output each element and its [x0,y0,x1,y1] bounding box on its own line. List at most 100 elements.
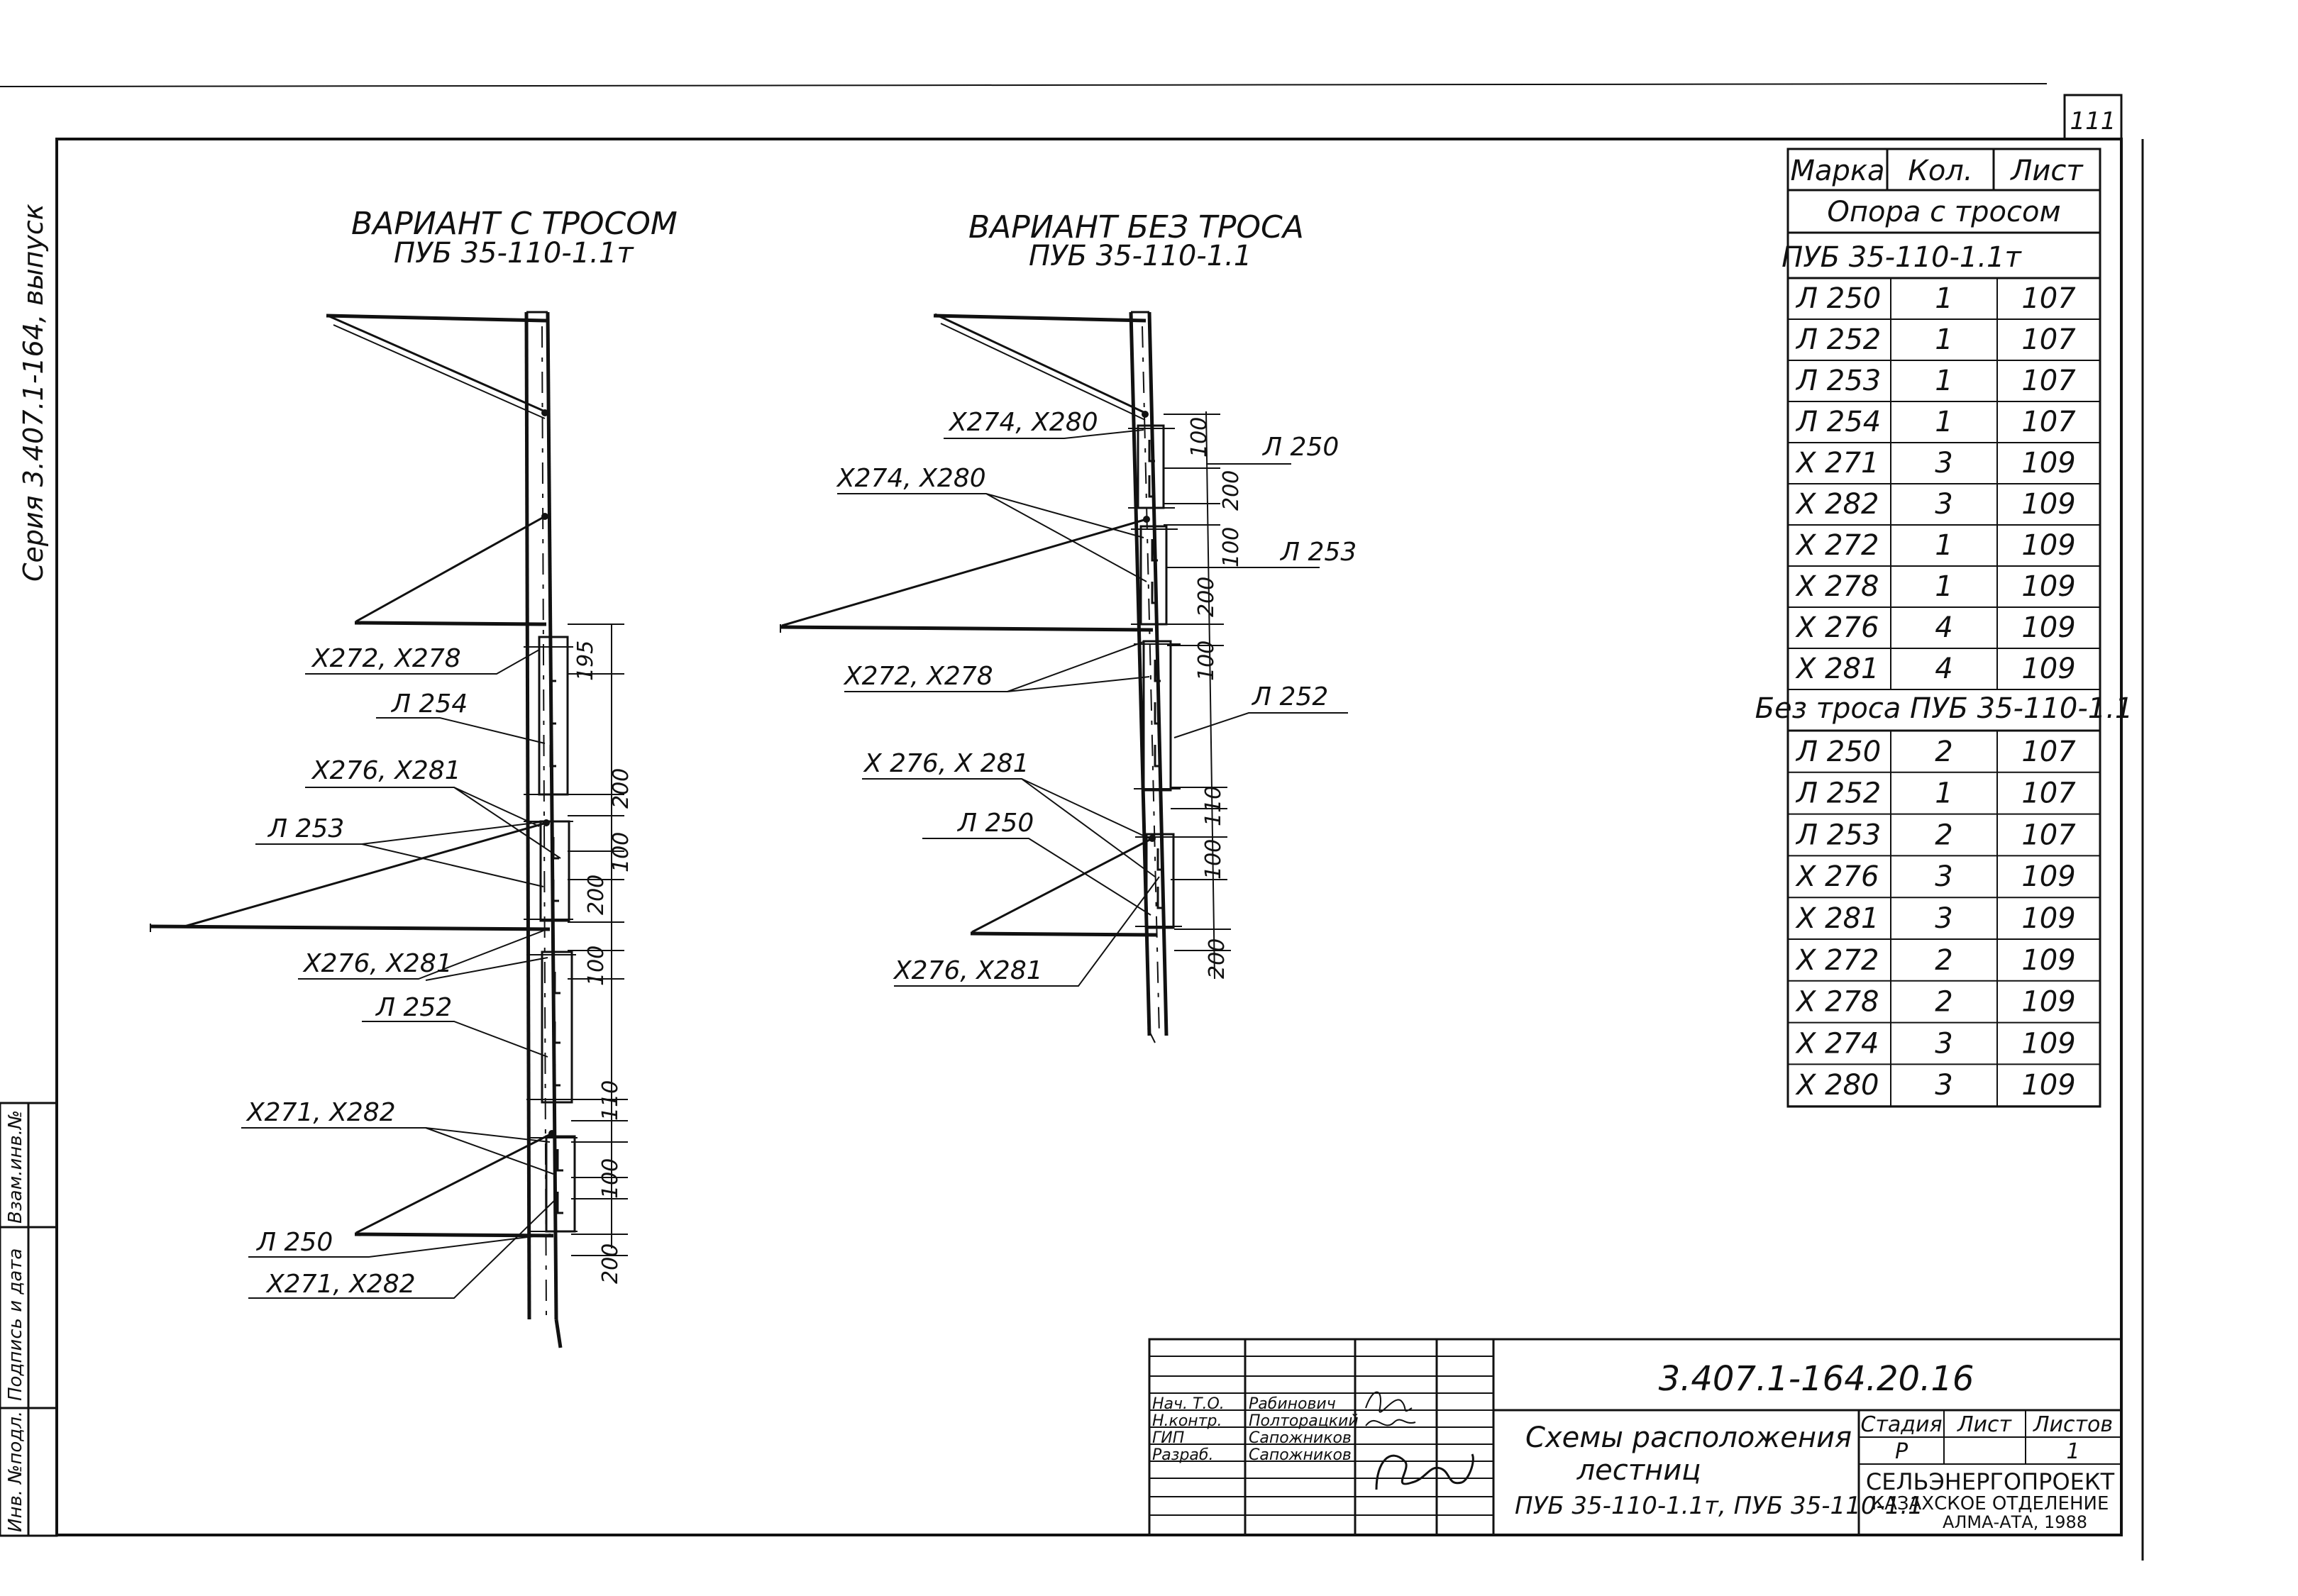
spec-cell: 3 [1935,860,1952,893]
spec-cell: X 278 [1795,986,1879,1019]
sheets-value: 1 [2066,1439,2079,1464]
doc-title-line1: Схемы расположения [1525,1422,1852,1454]
spec-cell: Л 252 [1795,777,1881,810]
spec-cell: X 281 [1795,653,1879,685]
spec-header-sheet: Лист [2009,155,2084,187]
spec-cell: 109 [2021,1069,2075,1102]
spec-cell: 1 [1935,406,1952,438]
left-ladder-sections [524,636,578,1233]
spec-cell: Л 250 [1795,282,1881,315]
staff-role: Н.контр. [1152,1412,1222,1430]
left-label-x276-x281-upper: X276, X281 [311,756,461,785]
spec-cell: 1 [1935,570,1952,603]
spec-cell: Л 252 [1795,323,1881,356]
left-label-l252: Л 252 [375,993,452,1022]
right-traverse-2 [970,835,1157,937]
left-pole [524,311,563,1348]
spec-cell: X 278 [1795,570,1879,603]
sheet-header: Лист [1957,1412,2013,1437]
right-dim-6: 110 [1201,786,1226,826]
left-dim-8: 200 [598,1243,623,1284]
sheet-number: 111 [2070,107,2116,135]
staff-name: Сапожников [1249,1446,1352,1464]
left-dim-3: 100 [609,832,634,872]
spec-cell: 107 [2021,819,2076,851]
left-dim-6: 110 [598,1080,623,1121]
spec-cell: 2 [1935,819,1952,851]
left-top-crossarm [326,314,548,419]
variant-without-cable: ВАРИАНТ БЕЗ ТРОСА ПУБ 35-110-1.1 [780,209,1357,1043]
right-label-l253: Л 253 [1279,538,1357,567]
left-lower-traverse [354,1130,556,1238]
org-name: СЕЛЬЭНЕРГОПРОЕКТ [1866,1468,2115,1495]
spec-cell: 1 [1935,365,1952,397]
spec-section2-title: Без троса ПУБ 35-110-1.1 [1755,692,2133,725]
left-label-x271-x282-upper: X271, X282 [245,1098,396,1127]
spec-cell: 109 [2021,570,2075,603]
right-dim-2: 200 [1219,470,1244,511]
right-label-x276-x281-upper: X 276, X 281 [863,749,1029,778]
spec-section1-code: ПУБ 35-110-1.1т [1781,241,2022,274]
signature-1 [1365,1391,1413,1413]
series-side-label: Серия 3.407.1-164, выпуск [18,204,49,582]
staff-name: Полторацкий [1249,1412,1359,1430]
spec-cell: 109 [2021,529,2075,562]
spec-cell: X 276 [1795,860,1879,893]
spec-cell: 109 [2021,902,2075,935]
spec-table: Марка Кол. Лист Опора с тросом ПУБ 35-11… [1755,148,2133,1108]
spec-cell: 3 [1935,488,1952,521]
spec-cell: 109 [2021,1027,2075,1060]
right-ladder-sections [1128,424,1182,929]
left-dim-2: 200 [609,768,634,809]
spec-cell: 107 [2021,406,2076,438]
spec-cell: 1 [1935,323,1952,356]
staff-role: Нач. Т.О. [1152,1395,1225,1413]
org-city-year: АЛМА-АТА, 1988 [1943,1512,2087,1532]
left-dim-5: 100 [584,946,609,986]
spec-cell: 109 [2021,447,2075,480]
left-middle-traverse [150,819,551,932]
right-label-l250-lower: Л 250 [956,809,1034,838]
spec-cell: 109 [2021,488,2075,521]
staff-name: Рабинович [1249,1395,1336,1413]
spec-header-qty: Кол. [1908,155,1972,187]
sheet-number-box [2063,94,2123,140]
sign-date-label: Подпись и дата [5,1248,26,1401]
right-label-x274-x280-upper: X274, X280 [948,408,1098,437]
spec-cell: 3 [1935,902,1952,935]
left-label-x271-x282-lower: X271, X282 [265,1270,416,1299]
spec-cell: 107 [2021,777,2076,810]
right-dim-8: 200 [1205,938,1230,979]
sheets-header: Листов [2033,1412,2113,1437]
left-label-x276-x281-lower: X276, X281 [302,949,453,978]
title-block: 3.407.1-164.20.16 Нач. Т.О.РабиновичН.ко… [1148,1338,2123,1536]
spec-cell: 109 [2021,986,2075,1019]
spec-cell: 107 [2021,736,2076,768]
spec-cell: X 274 [1795,1027,1879,1060]
right-dim-5: 100 [1194,641,1219,681]
spec-cell: Л 253 [1795,819,1881,851]
inv-no-label: Инв. №подл. [5,1411,26,1532]
side-stamp-block: Взам.инв.№ Подпись и дата Инв. №подл. [0,1102,58,1537]
spec-cell: 3 [1935,1027,1952,1060]
right-dimension-chain [1164,411,1231,980]
spec-cell: X 272 [1795,944,1879,977]
right-dim-3: 100 [1219,527,1244,567]
right-label-l252: Л 252 [1251,682,1328,711]
left-label-l253: Л 253 [267,814,344,843]
spec-cell: X 276 [1795,611,1879,644]
spec-cell: 1 [1935,282,1952,315]
spec-cell: Л 253 [1795,365,1881,397]
spec-cell: Л 250 [1795,736,1881,768]
left-dim-4: 200 [584,875,609,915]
variant-left-code: ПУБ 35-110-1.1т [394,237,634,270]
spec-cell: X 282 [1795,488,1879,521]
left-label-x272-x278: X272, X278 [311,644,461,673]
left-upper-traverse [354,513,548,626]
variant-right-title: ВАРИАНТ БЕЗ ТРОСА [968,209,1304,245]
right-label-x272-x278: X272, X278 [843,662,993,691]
staff-name: Сапожников [1249,1429,1352,1447]
